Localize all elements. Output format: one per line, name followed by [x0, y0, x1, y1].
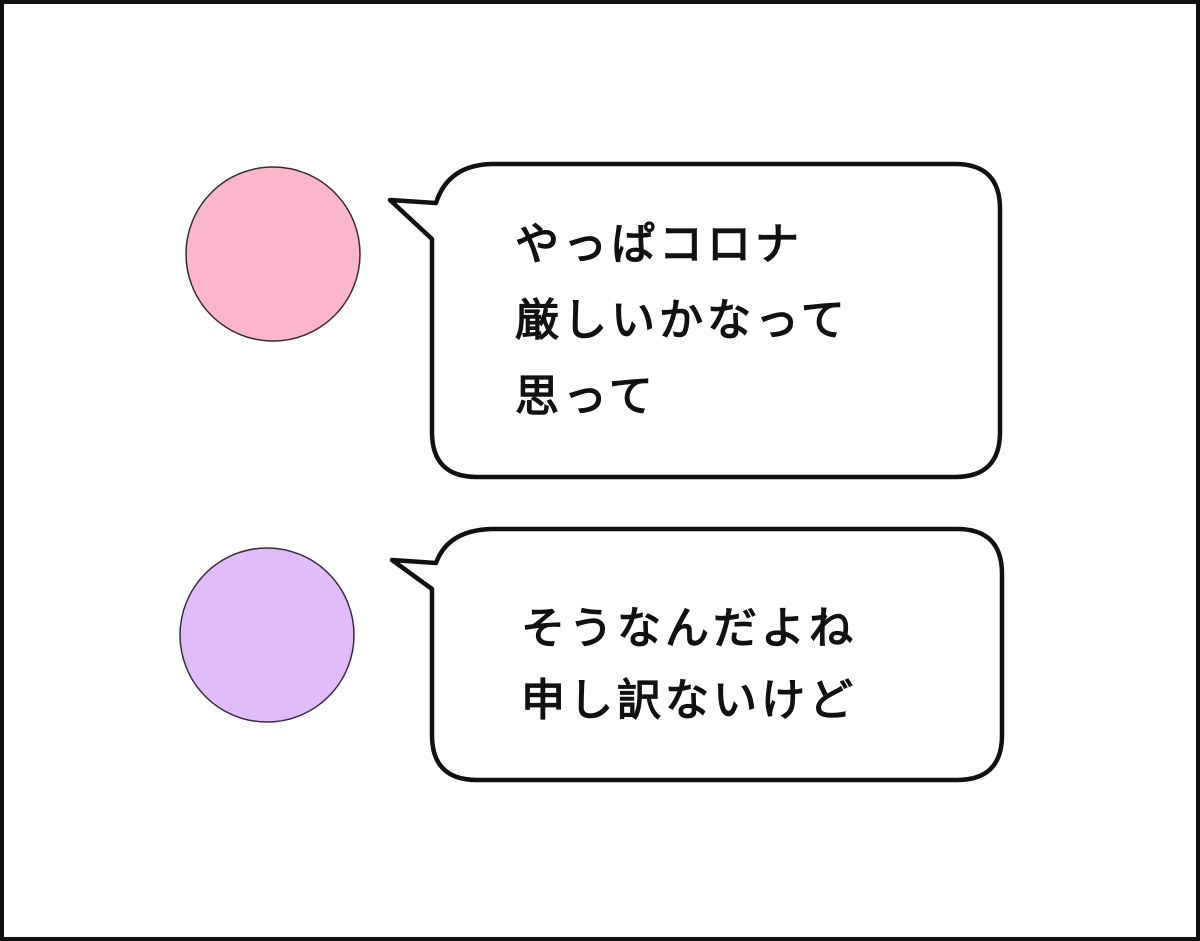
- message-line: 申し訳ないけど: [521, 675, 857, 726]
- message-line: そうなんだよね: [521, 603, 857, 654]
- message-2-text: そうなんだよね 申し訳ないけど: [521, 593, 857, 737]
- message-1-text: やっぱコロナ 厳しいかなって 思って: [515, 207, 849, 435]
- speech-bubble-2: [389, 526, 1005, 783]
- avatar-pink: [185, 166, 361, 342]
- message-line: 厳しいかなって: [515, 295, 849, 346]
- speech-bubble-1: [387, 161, 1003, 480]
- message-line: 思って: [515, 371, 657, 422]
- message-line: やっぱコロナ: [515, 219, 803, 270]
- avatar-purple: [179, 547, 355, 723]
